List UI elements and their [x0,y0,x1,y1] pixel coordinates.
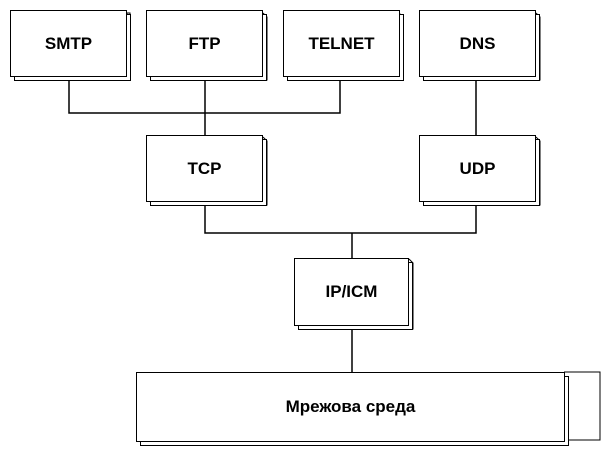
node-ftp-label: FTP [188,33,221,53]
node-telnet-label: TELNET [308,33,375,53]
box-shading [66,12,601,441]
edge-tcp-udp-ip [204,205,477,234]
node-telnet: TELNET [283,10,400,77]
node-dns: DNS [419,10,536,77]
node-dns-label: DNS [459,33,496,53]
node-udp-label: UDP [459,158,496,178]
node-smtp-label: SMTP [44,33,93,53]
node-ftp: FTP [146,10,263,77]
node-udp: UDP [419,135,536,202]
node-ip: IP/ICM [294,258,409,326]
node-tcp: TCP [146,135,263,202]
node-smtp: SMTP [10,10,127,77]
node-ip-label: IP/ICM [325,282,378,301]
node-network-label: Мрежова среда [285,397,416,416]
node-tcp-label: TCP [187,158,222,178]
node-network: Мрежова среда [136,372,565,442]
